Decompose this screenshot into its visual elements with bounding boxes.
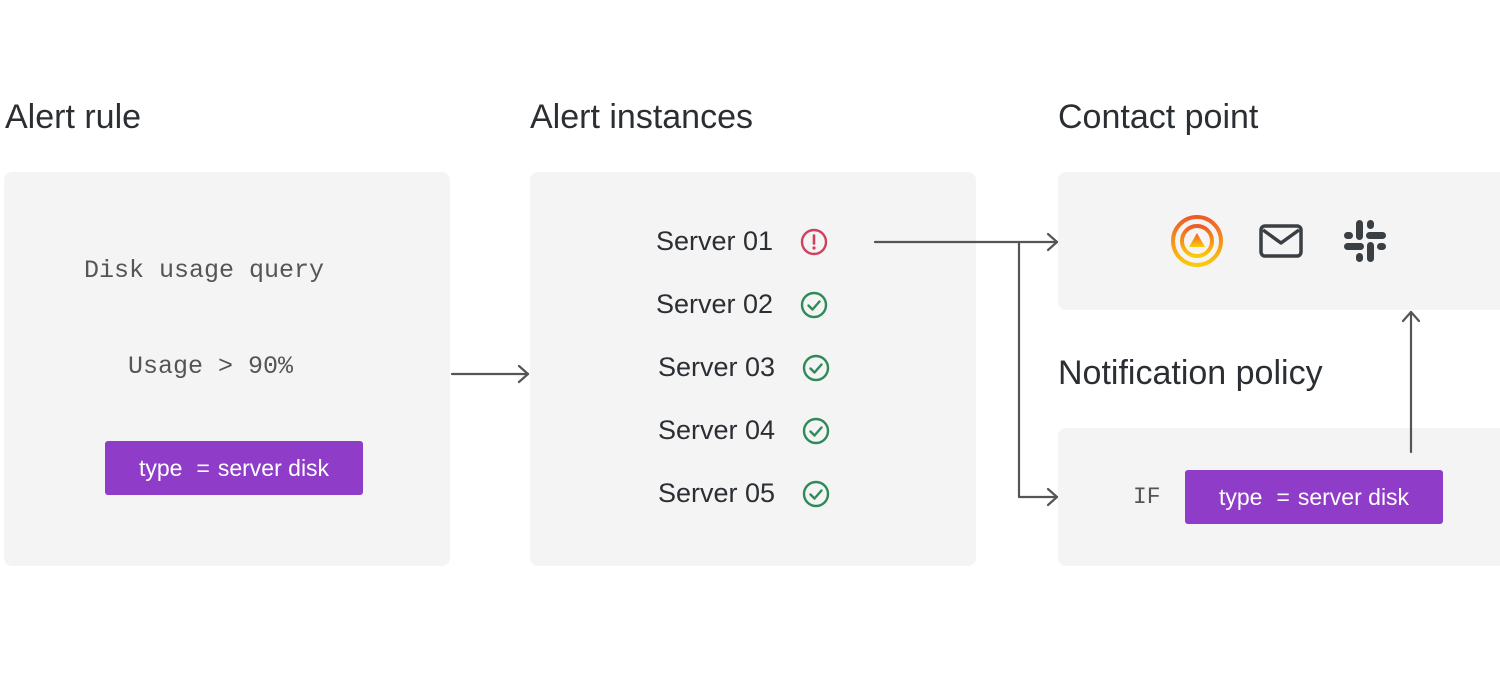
label-key: type (1218, 483, 1263, 510)
instance-row: Server 05 (658, 478, 831, 509)
notification-policy-heading: Notification policy (1058, 354, 1323, 392)
check-circle-icon (802, 417, 830, 444)
instance-row: Server 02 (656, 289, 829, 320)
alert-rule-condition: Usage > 90% (128, 352, 294, 381)
label-value: server disk (217, 454, 330, 481)
alert-instances-heading: Alert instances (530, 98, 753, 136)
instance-name: Server 02 (656, 289, 774, 319)
arrow-instance-to-policy (1017, 240, 1059, 499)
instance-name: Server 05 (658, 478, 776, 508)
check-circle-icon (800, 291, 828, 318)
label-key: type (138, 454, 183, 481)
instance-row: Server 04 (658, 415, 831, 446)
instance-name: Server 04 (658, 415, 776, 445)
alert-instances-panel (530, 172, 976, 566)
alert-rule-query: Disk usage query (84, 256, 325, 285)
email-icon (1259, 224, 1303, 258)
policy-if-keyword: IF (1133, 484, 1161, 510)
instance-name: Server 01 (656, 226, 774, 256)
label-op: = (1276, 483, 1290, 510)
grafana-oncall-icon (1171, 215, 1223, 267)
label-value: server disk (1297, 483, 1410, 510)
policy-label-tag: type = server disk (1185, 470, 1443, 524)
alert-rule-label-tag: type = server disk (105, 441, 363, 495)
alert-rule-heading: Alert rule (5, 98, 142, 136)
label-op: = (196, 454, 210, 481)
check-circle-icon (802, 480, 830, 507)
instance-name: Server 03 (658, 352, 776, 382)
check-circle-icon (802, 354, 830, 381)
contact-point-heading: Contact point (1058, 98, 1259, 136)
instance-row: Server 03 (658, 352, 831, 383)
alert-exclamation-icon (800, 228, 828, 255)
instance-row: Server 01 (656, 226, 829, 257)
alert-rule-panel (4, 172, 450, 566)
slack-icon (1344, 220, 1386, 262)
